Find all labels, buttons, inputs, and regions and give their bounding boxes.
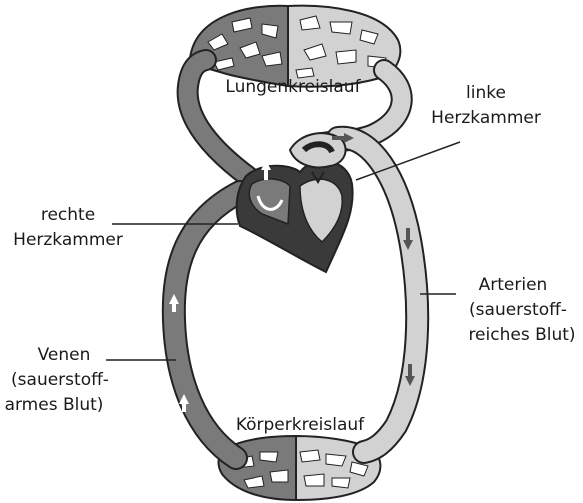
lung-capillary-bed — [190, 6, 400, 87]
label-lung-circuit: Lungenkreislauf — [225, 77, 361, 97]
label-right-ventricle-1: rechte — [41, 205, 95, 225]
arrow-up-icon — [261, 160, 271, 170]
label-veins-2: (sauerstoff- — [11, 370, 109, 390]
label-arteries-1: Arterien — [479, 275, 548, 295]
label-body-circuit: Körperkreislauf — [236, 415, 365, 435]
label-veins-3: armes Blut) — [5, 395, 104, 415]
label-right-ventricle-2: Herzkammer — [13, 230, 123, 250]
label-arteries-3: reiches Blut) — [468, 325, 575, 345]
label-left-ventricle-1: linke — [466, 83, 506, 103]
label-arteries-2: (sauerstoff- — [469, 300, 567, 320]
label-left-ventricle-2: Herzkammer — [431, 108, 541, 128]
heart — [237, 133, 353, 272]
label-veins-1: Venen — [38, 345, 91, 365]
